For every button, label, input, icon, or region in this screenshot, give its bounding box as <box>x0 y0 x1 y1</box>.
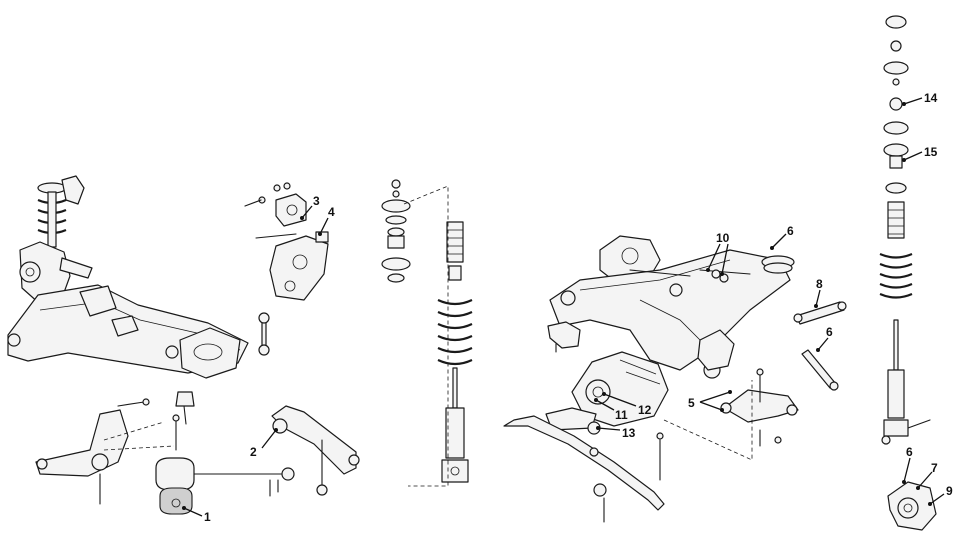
callout-14: 14 <box>903 91 938 105</box>
callout-label-1: 1 <box>204 510 211 524</box>
callout-1: 1 <box>183 507 211 524</box>
callout-9: 9 <box>929 484 953 505</box>
strut-coil-spring <box>437 298 473 366</box>
front-lower-wishbone <box>271 405 360 496</box>
callout-label-2: 2 <box>250 445 257 459</box>
callout-7: 7 <box>917 461 938 489</box>
callout-label-6-hub: 6 <box>906 445 913 459</box>
rear-lower-arm-5 <box>720 368 799 423</box>
callout-6-mid: 6 <box>817 325 833 351</box>
callout-label-7: 7 <box>931 461 938 475</box>
differential-group <box>545 351 669 435</box>
front-suspension-assembly <box>7 175 270 407</box>
rear-subframe-assembly <box>547 235 791 379</box>
callout-13: 13 <box>597 426 636 440</box>
callout-6-top: 6 <box>771 224 794 249</box>
strut-shock-absorber <box>441 367 469 483</box>
front-stabilizer-link <box>258 312 270 356</box>
rear-strut-boot <box>887 201 905 239</box>
upper-link-8 <box>793 301 847 325</box>
mount-bracket-upper <box>275 193 307 227</box>
front-strut-exploded <box>381 179 473 487</box>
callout-label-5: 5 <box>688 396 695 410</box>
rear-fasteners <box>656 429 782 481</box>
leader-arrowheads <box>182 102 932 510</box>
callout-10: 10 <box>707 231 730 275</box>
rear-strut-top-stack <box>883 15 909 194</box>
rear-coil-spring-small <box>761 255 795 274</box>
callout-15: 15 <box>903 145 938 161</box>
callout-5: 5 <box>688 391 731 411</box>
front-lower-arm <box>35 409 129 505</box>
callout-12: 12 <box>603 393 652 417</box>
callout-label-3: 3 <box>313 194 320 208</box>
rear-toe-link-6 <box>801 349 839 391</box>
rear-strut-column <box>879 15 937 531</box>
control-arm-bushing <box>155 457 195 515</box>
mount-bracket-lower <box>269 231 329 301</box>
callout-label-4: 4 <box>328 205 335 219</box>
front-strut-spring <box>37 175 85 248</box>
callout-label-14: 14 <box>924 91 938 105</box>
callout-label-12: 12 <box>638 403 652 417</box>
front-knuckle-hub <box>19 241 93 305</box>
rear-stabilizer-bar <box>503 415 665 523</box>
callout-11: 11 <box>595 399 628 422</box>
front-crossmember <box>7 284 249 379</box>
callout-3: 3 <box>301 194 320 219</box>
engine-mount-group <box>244 182 329 301</box>
lower-arm-parts <box>35 405 360 515</box>
callout-label-9: 9 <box>946 484 953 498</box>
callout-label-6-mid: 6 <box>826 325 833 339</box>
rear-mount-bracket <box>547 321 581 353</box>
callout-label-8: 8 <box>816 277 823 291</box>
callout-2: 2 <box>250 429 277 459</box>
rear-hub-assembly <box>887 481 937 531</box>
rear-subframe <box>549 249 791 379</box>
strut-top-mount-stack <box>381 179 411 283</box>
lower-arm-rod <box>193 467 295 497</box>
callout-label-11: 11 <box>615 408 628 422</box>
callout-label-15: 15 <box>924 145 938 159</box>
strut-dust-boot <box>446 221 464 281</box>
fastener-bolts <box>103 405 187 451</box>
front-bolt <box>117 391 195 407</box>
callout-label-6-top: 6 <box>787 224 794 238</box>
rear-shock-absorber <box>881 319 931 445</box>
callout-6-hub: 6 <box>903 445 913 483</box>
rear-links <box>656 255 847 481</box>
rear-strut-spring <box>879 252 913 299</box>
mount-fasteners <box>244 182 297 239</box>
callout-4: 4 <box>319 205 335 235</box>
differential-mount <box>545 407 601 435</box>
callout-label-10: 10 <box>716 231 730 245</box>
callout-8: 8 <box>815 277 823 307</box>
callout-label-13: 13 <box>622 426 636 440</box>
